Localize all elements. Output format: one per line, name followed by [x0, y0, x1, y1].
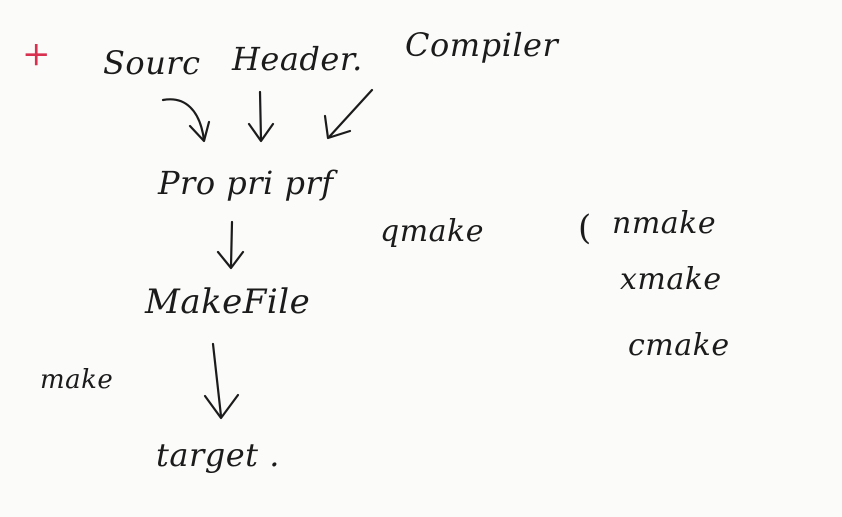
compiler-label: Compiler	[405, 26, 559, 64]
header-label: Header.	[232, 40, 363, 78]
arrow-source-to-project	[161, 98, 206, 142]
bracket-mark: (	[578, 208, 592, 248]
red-marker: +	[22, 34, 51, 74]
arrowhead-compiler	[323, 114, 352, 140]
arrow-makefile-to-target	[211, 342, 223, 418]
arrowhead-project	[216, 250, 245, 270]
source-label: Sourc	[103, 44, 201, 82]
xmake-label: xmake	[620, 262, 722, 297]
arrow-header-to-project	[258, 90, 263, 142]
arrow-compiler-to-project	[328, 88, 374, 138]
arrowhead-source	[188, 120, 211, 143]
arrow-project-to-makefile	[229, 220, 234, 268]
cmake-label: cmake	[628, 328, 730, 363]
makefile-label: MakeFile	[145, 282, 311, 322]
nmake-label: nmake	[612, 206, 717, 241]
arrowhead-makefile	[203, 393, 240, 420]
project-files-label: Pro pri prf	[158, 164, 334, 202]
arrowhead-header	[247, 122, 275, 143]
target-label: target .	[156, 436, 280, 474]
qmake-label: qmake	[380, 214, 484, 249]
make-label: make	[40, 365, 114, 395]
